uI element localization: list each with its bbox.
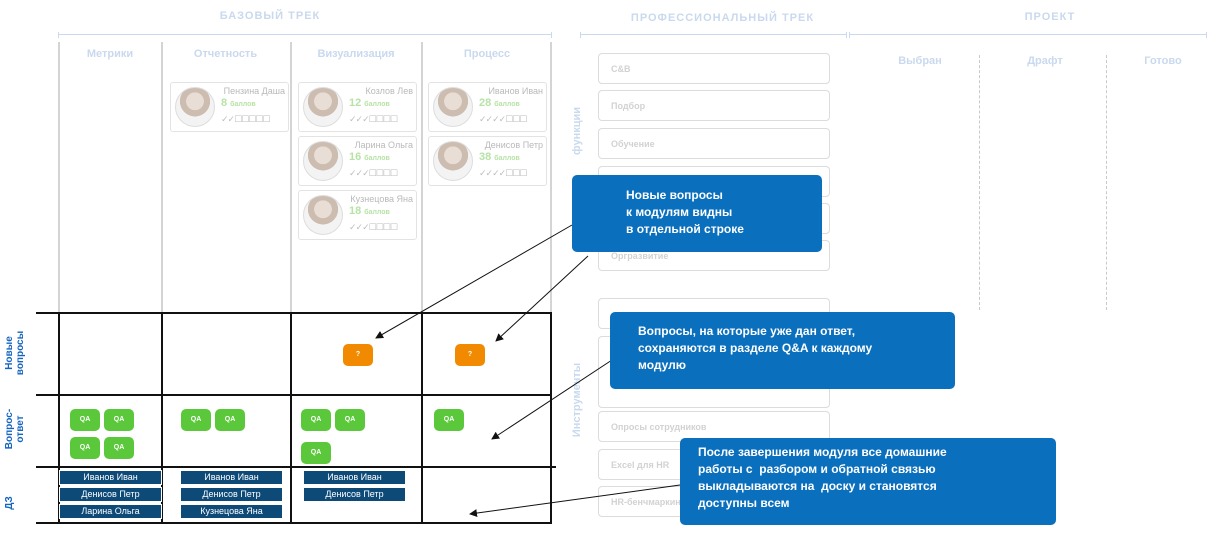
project-bracket xyxy=(849,32,1207,39)
column-process[interactable]: Процесс xyxy=(463,48,511,60)
row-divider xyxy=(36,312,552,314)
avatar xyxy=(303,87,343,127)
progress-checks: ✓✓✓☐☐☐☐ xyxy=(349,222,398,232)
callout-new-questions: Новые вопросы к модулям видны в отдельно… xyxy=(572,175,822,252)
row-label-qa: Вопрос- ответ xyxy=(4,408,26,450)
qa-chip[interactable]: QA xyxy=(301,442,331,464)
function-item[interactable]: C&B xyxy=(598,53,830,84)
callout-answered: Вопросы, на которые уже дан ответ, сохра… xyxy=(610,312,955,389)
column-divider xyxy=(421,312,423,524)
homework-item[interactable]: Кузнецова Яна xyxy=(180,504,283,519)
student-name: Ларина Ольга xyxy=(354,140,413,150)
column-divider xyxy=(161,312,163,524)
avatar xyxy=(303,141,343,181)
tools-label: Инструменты xyxy=(571,362,584,438)
basic-track-header: БАЗОВЫЙ ТРЕК xyxy=(219,10,321,22)
row-label-homework: ДЗ xyxy=(4,496,15,510)
column-divider xyxy=(550,42,552,314)
tool-item[interactable]: Опросы сотрудников xyxy=(598,411,830,442)
qa-chip[interactable]: QA xyxy=(70,409,100,431)
column-divider xyxy=(58,312,60,524)
student-name: Козлов Лев xyxy=(365,86,413,96)
column-divider xyxy=(161,42,163,314)
student-name: Иванов Иван xyxy=(488,86,543,96)
progress-checks: ✓✓✓✓☐☐☐ xyxy=(479,168,527,178)
qa-chip[interactable]: QA xyxy=(434,409,464,431)
qa-chip[interactable]: QA xyxy=(104,409,134,431)
column-draft[interactable]: Драфт xyxy=(1027,55,1063,67)
column-divider xyxy=(421,42,423,314)
functions-label: функции xyxy=(571,106,584,156)
project-header: ПРОЕКТ xyxy=(1024,11,1076,23)
avatar xyxy=(433,87,473,127)
row-divider xyxy=(36,394,552,396)
student-name: Денисов Петр xyxy=(484,140,543,150)
student-name: Кузнецова Яна xyxy=(350,194,413,204)
project-divider xyxy=(1106,55,1107,310)
professional-track-header: ПРОФЕССИОНАЛЬНЫЙ ТРЕК xyxy=(630,12,815,24)
avatar xyxy=(303,195,343,235)
column-selected[interactable]: Выбран xyxy=(898,55,942,67)
arrow-new-questions-1 xyxy=(375,224,573,339)
homework-item[interactable]: Иванов Иван xyxy=(59,470,162,485)
progress-checks: ✓✓☐☐☐☐☐ xyxy=(221,114,270,124)
question-chip[interactable]: ? xyxy=(343,344,373,366)
callout-homework: После завершения модуля все домашние раб… xyxy=(680,438,1056,525)
column-visualization[interactable]: Визуализация xyxy=(317,48,395,60)
qa-chip[interactable]: QA xyxy=(181,409,211,431)
qa-chip[interactable]: QA xyxy=(70,437,100,459)
homework-item[interactable]: Иванов Иван xyxy=(180,470,283,485)
question-chip[interactable]: ? xyxy=(455,344,485,366)
homework-item[interactable]: Денисов Петр xyxy=(180,487,283,502)
function-item[interactable]: Обучение xyxy=(598,128,830,159)
row-divider xyxy=(36,466,556,468)
qa-chip[interactable]: QA xyxy=(104,437,134,459)
progress-checks: ✓✓✓✓☐☐☐ xyxy=(479,114,527,124)
student-name: Пензина Даша xyxy=(223,86,285,96)
column-divider xyxy=(290,312,292,524)
column-divider xyxy=(550,312,552,524)
homework-item[interactable]: Иванов Иван xyxy=(303,470,406,485)
arrow-answered xyxy=(491,359,613,440)
column-divider xyxy=(290,42,292,314)
avatar xyxy=(175,87,215,127)
avatar xyxy=(433,141,473,181)
arrow-new-questions-2 xyxy=(495,255,589,342)
homework-item[interactable]: Денисов Петр xyxy=(303,487,406,502)
homework-item[interactable]: Денисов Петр xyxy=(59,487,162,502)
column-metrics[interactable]: Метрики xyxy=(86,48,134,60)
qa-chip[interactable]: QA xyxy=(301,409,331,431)
function-item[interactable]: Подбор xyxy=(598,90,830,121)
column-done[interactable]: Готово xyxy=(1144,55,1182,67)
professional-track-bracket xyxy=(580,32,847,39)
column-reporting[interactable]: Отчетность xyxy=(193,48,258,60)
project-divider xyxy=(979,55,980,310)
homework-item[interactable]: Ларина Ольга xyxy=(59,504,162,519)
qa-chip[interactable]: QA xyxy=(335,409,365,431)
basic-track-bracket xyxy=(58,32,552,39)
row-label-new-questions: Новые вопросы xyxy=(4,330,26,376)
progress-checks: ✓✓✓☐☐☐☐ xyxy=(349,114,398,124)
progress-checks: ✓✓✓☐☐☐☐ xyxy=(349,168,398,178)
qa-chip[interactable]: QA xyxy=(215,409,245,431)
row-divider xyxy=(36,522,552,524)
column-divider xyxy=(58,42,60,314)
